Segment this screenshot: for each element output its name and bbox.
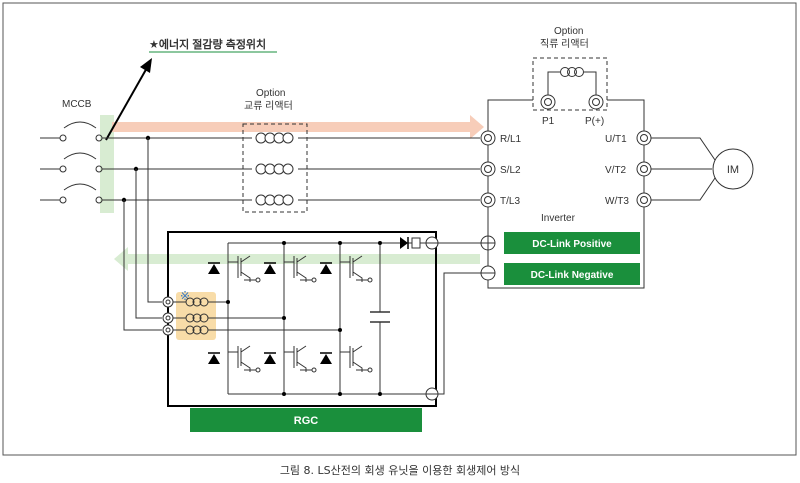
ac-reactor-box [242, 123, 308, 213]
power-flow-arrowhead-forward [470, 115, 484, 139]
rgc-feed-wiring [123, 138, 162, 331]
rgc-reactor-coils [173, 297, 209, 335]
igbt-lower-row [228, 345, 373, 373]
diodes-upper-row [208, 264, 332, 274]
input-terminal-r-label: R/L1 [500, 134, 522, 145]
motor-circle [712, 148, 754, 190]
diagram-frame [2, 2, 797, 456]
output-terminals [636, 130, 652, 208]
input-terminal-s-label: S/L2 [500, 165, 521, 176]
output-terminal-u-label: U/T1 [605, 134, 627, 145]
bus-junction-dots [226, 241, 382, 396]
dc-reactor-option-label: Option [554, 26, 583, 37]
dc-reactor-coil [547, 67, 597, 96]
dc-link-diode [400, 237, 421, 249]
rgc-phase-legs [208, 301, 340, 331]
dc-link-positive-bar [504, 232, 640, 254]
rgc-label: RGC [294, 415, 319, 427]
figure-caption: 그림 8. LS산전의 회생 유닛을 이용한 회생제어 방식 [279, 464, 521, 477]
dc-link-negative-label: DC-Link Negative [531, 270, 614, 281]
ac-reactor-option-label: Option [256, 88, 285, 99]
terminal-p1-label: P1 [542, 116, 555, 127]
power-flow-arrow-regen [128, 254, 480, 264]
dc-link-connectors [425, 235, 496, 401]
measurement-bar-vertical [100, 115, 114, 213]
motor-label: IM [727, 164, 739, 176]
rgc-label-bar [190, 408, 422, 432]
diodes-lower-row [208, 354, 332, 364]
measurement-position-title: ★에너지 절감량 측정위치 [149, 37, 266, 51]
motor-wiring [651, 137, 716, 201]
ac-reactor-label: 교류 리액터 [244, 100, 293, 112]
output-terminal-w-label: W/T3 [605, 196, 629, 207]
measurement-pointer-line [105, 65, 149, 141]
igbt-upper-row [228, 255, 373, 283]
dc-reactor-terminals [540, 94, 604, 110]
ac-reactor-coils [252, 132, 298, 206]
dc-capacitor [370, 311, 390, 323]
terminal-p-plus-label: P(+) [585, 116, 604, 127]
output-terminal-v-label: V/T2 [605, 165, 627, 176]
input-terminal-t-label: T/L3 [500, 196, 520, 207]
inverter-box [487, 99, 645, 289]
reactor-mark-icon: ※ [180, 289, 190, 303]
power-flow-arrow-forward [112, 122, 470, 132]
rgc-dc-bus [227, 242, 432, 395]
rgc-input-terminals [162, 296, 174, 336]
dc-link-negative-bar [504, 263, 640, 285]
measurement-pointer-arrowhead [140, 58, 152, 73]
dc-reactor-label: 직류 리액터 [540, 38, 589, 50]
mccb-label: MCCB [62, 99, 92, 110]
inverter-label: Inverter [541, 213, 576, 224]
input-terminals [480, 130, 496, 208]
dc-link-positive-label: DC-Link Positive [532, 239, 612, 250]
